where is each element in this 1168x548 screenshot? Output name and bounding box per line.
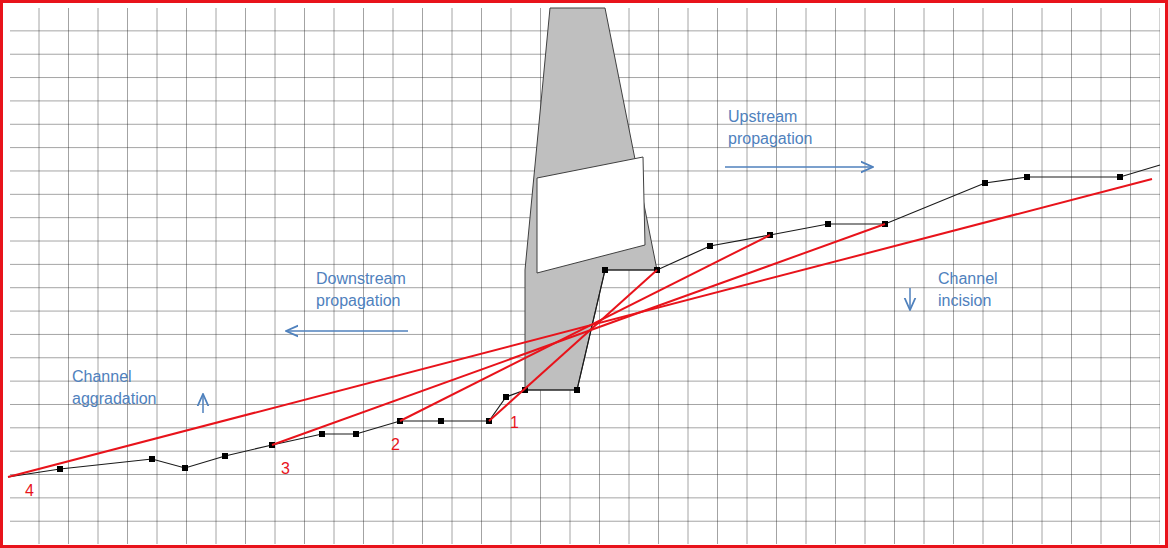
grid [10, 8, 1160, 544]
process-label: Channel aggradation [72, 366, 157, 410]
process-label: Channel incision [938, 268, 998, 312]
dam-body [525, 8, 657, 390]
callout-number: 4 [25, 480, 34, 502]
callout-number: 2 [391, 434, 400, 456]
direction-label: Downstream propagation [316, 268, 406, 312]
dam-opening [537, 157, 645, 273]
profile-points [57, 174, 1123, 472]
direction-arrows [203, 167, 910, 413]
callout-number: 1 [510, 412, 519, 434]
callout-number: 3 [281, 458, 290, 480]
direction-label: Upstream propagation [728, 106, 813, 150]
dam [525, 8, 657, 390]
channel-profile [8, 165, 1160, 477]
equilibrium-lines [8, 179, 1152, 477]
